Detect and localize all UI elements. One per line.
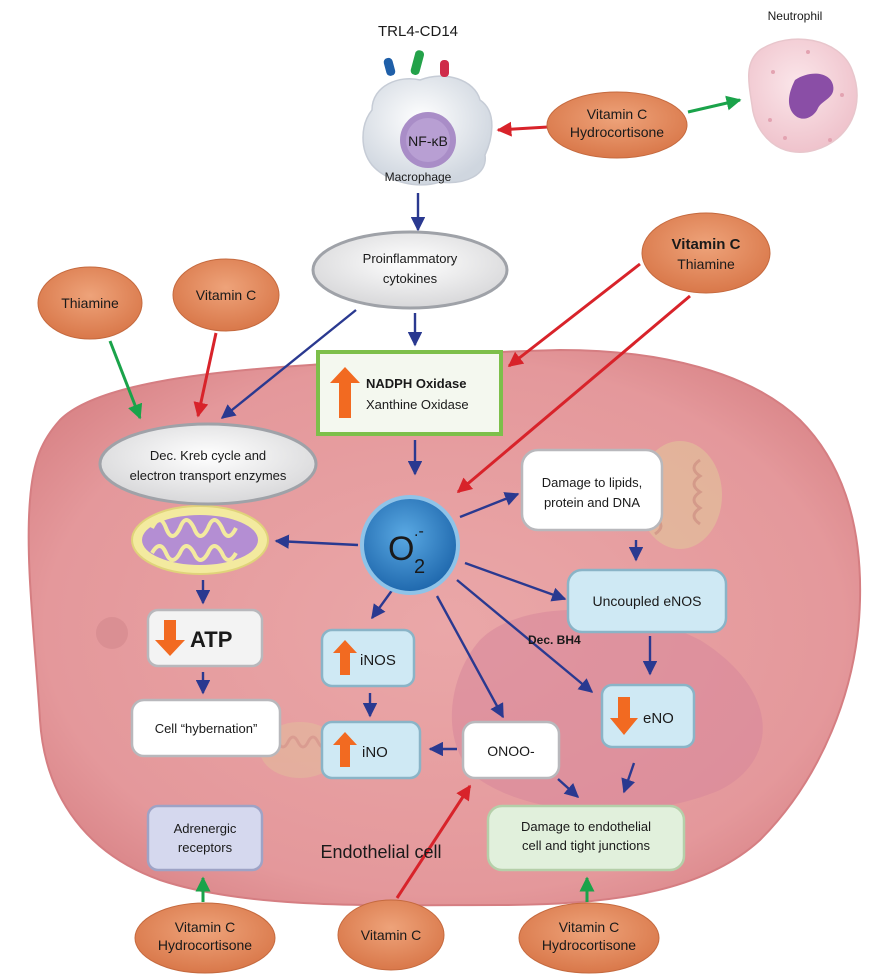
node-kreb: Dec. Kreb cycle and electron transport e… (98, 422, 318, 506)
svg-text:Vitamin C: Vitamin C (672, 236, 741, 253)
svg-text:electron transport enzymes: electron transport enzymes (130, 468, 287, 483)
treatment-vitc-left: Vitamin C (172, 258, 280, 332)
inhibit-arrows (193, 121, 691, 899)
svg-text:Damage to lipids,: Damage to lipids, (542, 475, 642, 490)
endothelial-cell-label: Endothelial cell (320, 842, 441, 862)
node-atp: ATP (146, 608, 264, 668)
treatment-vitc-hydrocortisone-bottom-left: Vitamin C Hydrocortisone (134, 902, 276, 974)
treatment-vitc-thiamine: Vitamin C Thiamine (641, 212, 771, 294)
svg-text:Vitamin C: Vitamin C (361, 927, 421, 943)
svg-text:Xanthine Oxidase: Xanthine Oxidase (366, 397, 469, 412)
arrow-eno-to-damage-endo (621, 762, 636, 794)
svg-text:Thiamine: Thiamine (677, 256, 735, 272)
arrow-vitc-thiamine-to-oxidase (507, 262, 641, 368)
node-ino: iNO (320, 720, 422, 780)
node-uncoupled-enos: Uncoupled eNOS (566, 568, 728, 634)
up-arrow-icon (330, 367, 360, 418)
svg-text:Uncoupled eNOS: Uncoupled eNOS (593, 593, 702, 609)
svg-text:Damage to endothelial: Damage to endothelial (521, 819, 651, 834)
up-arrow-icon (333, 640, 357, 675)
macrophage-label: Macrophage (385, 170, 452, 184)
svg-text:iNOS: iNOS (360, 652, 396, 669)
svg-text:Thiamine: Thiamine (61, 295, 119, 311)
node-damage-lipids: Damage to lipids, protein and DNA (520, 448, 664, 532)
treatment-vitc-bottom-mid: Vitamin C (337, 899, 445, 971)
receptor-label: TRL4-CD14 (378, 23, 458, 40)
cell-vesicle (96, 617, 128, 649)
arrow-vitc-thiamine-to-o2 (456, 294, 691, 494)
arrow-o2-to-onoo (435, 595, 505, 719)
label-dec-bh4: Dec. BH4 (528, 633, 581, 647)
svg-text:eNO: eNO (643, 710, 674, 727)
svg-text:iNO: iNO (362, 744, 388, 761)
node-onoo: ONOO- (461, 720, 561, 780)
node-oxidase: NADPH Oxidase Xanthine Oxidase (316, 350, 503, 436)
svg-text:Hydrocortisone: Hydrocortisone (570, 124, 664, 140)
stimulate-arrows (108, 95, 742, 902)
svg-text:ATP: ATP (190, 627, 232, 652)
node-cytokines: Proinflammatory cytokines (311, 230, 509, 310)
node-damage-endothelial: Damage to endothelial cell and tight jun… (486, 804, 686, 872)
treatment-vitc-hydrocortisone-top: Vitamin C Hydrocortisone (546, 91, 688, 159)
treatment-vitc-hydrocortisone-bottom-right: Vitamin C Hydrocortisone (518, 902, 660, 974)
arrow-vitc-to-kreb (193, 332, 218, 418)
node-eno: eNO (600, 683, 696, 749)
neutrophil-cell (748, 38, 858, 153)
svg-text:Proinflammatory: Proinflammatory (363, 251, 458, 266)
arrow-vitc-to-onoo (395, 784, 472, 899)
svg-text:NADPH Oxidase: NADPH Oxidase (366, 376, 466, 391)
macrophage-cell (362, 75, 493, 186)
neutrophil-label: Neutrophil (768, 9, 823, 23)
svg-text:Hydrocortisone: Hydrocortisone (542, 937, 636, 953)
arrow-o2-to-inos (371, 588, 394, 620)
svg-text:Hydrocortisone: Hydrocortisone (158, 937, 252, 953)
node-inos: iNOS (320, 628, 416, 688)
svg-text:Vitamin C: Vitamin C (196, 287, 256, 303)
svg-text:Vitamin C: Vitamin C (587, 106, 647, 122)
flow-arrows (195, 193, 658, 798)
svg-text:Vitamin C: Vitamin C (175, 919, 235, 935)
arrow-thiamine-to-kreb (108, 340, 143, 420)
nfkb-label: NF-κB (408, 133, 448, 149)
svg-text:Dec. Kreb cycle and: Dec. Kreb cycle and (150, 448, 266, 463)
arrow-vitc-hydro-to-neutrophil (687, 95, 742, 114)
node-adrenergic: Adrenergic receptors (146, 804, 264, 872)
svg-text:.-: .- (414, 523, 424, 540)
arrow-o2-to-enos (464, 561, 567, 602)
down-arrow-icon (610, 697, 638, 735)
svg-text:receptors: receptors (178, 840, 233, 855)
up-arrow-icon (333, 732, 357, 767)
receptor-icons (383, 50, 449, 77)
svg-text:cell and tight junctions: cell and tight junctions (522, 838, 650, 853)
arrow-cytokines-to-kreb (220, 309, 357, 419)
svg-text:protein and DNA: protein and DNA (544, 495, 640, 510)
arrow-o2-to-eno (456, 579, 594, 693)
arrow-onoo-to-damage-endo (557, 778, 580, 798)
node-hybernation: Cell “hybernation” (130, 698, 282, 758)
svg-text:ONOO-: ONOO- (487, 743, 535, 759)
svg-text:Adrenergic: Adrenergic (174, 821, 237, 836)
svg-text:2: 2 (414, 556, 425, 578)
svg-text:Vitamin C: Vitamin C (559, 919, 619, 935)
mitochondrion-main (131, 505, 269, 575)
arrow-vitc-hydro-to-macrophage (496, 121, 549, 137)
arrow-o2-to-damage-lipids (459, 492, 520, 519)
svg-text:O: O (388, 530, 414, 568)
treatment-thiamine: Thiamine (37, 266, 143, 340)
arrow-o2-to-mitochondrion (274, 534, 359, 549)
svg-text:cytokines: cytokines (383, 271, 438, 286)
node-superoxide: O 2 .- (360, 495, 460, 595)
down-arrow-icon (155, 620, 185, 656)
svg-text:Cell “hybernation”: Cell “hybernation” (155, 721, 258, 736)
